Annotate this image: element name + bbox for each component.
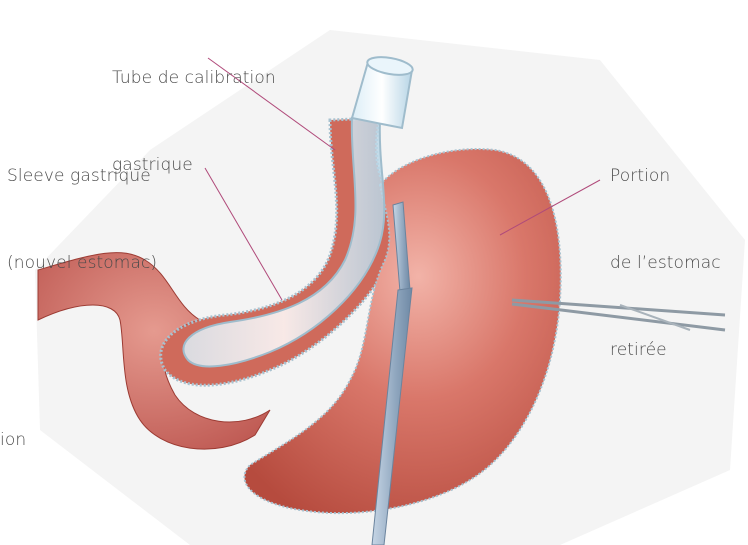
label-partial-cutoff: ion (0, 368, 26, 484)
label-calibration-tube-line-1: Tube de calibration (112, 64, 276, 93)
label-sleeve-gastric-line-2: (nouvel estomac) (7, 249, 157, 278)
label-sleeve-gastric: Sleeve gastrique (nouvel estomac) (7, 104, 157, 307)
label-removed-portion-line-3: retirée (610, 336, 721, 365)
label-removed-portion-line-2: de l’estomac (610, 249, 721, 278)
label-removed-portion: Portion de l’estomac retirée (610, 104, 721, 394)
label-removed-portion-line-1: Portion (610, 162, 721, 191)
label-sleeve-gastric-line-1: Sleeve gastrique (7, 162, 157, 191)
label-partial-cutoff-line-1: ion (0, 426, 26, 455)
